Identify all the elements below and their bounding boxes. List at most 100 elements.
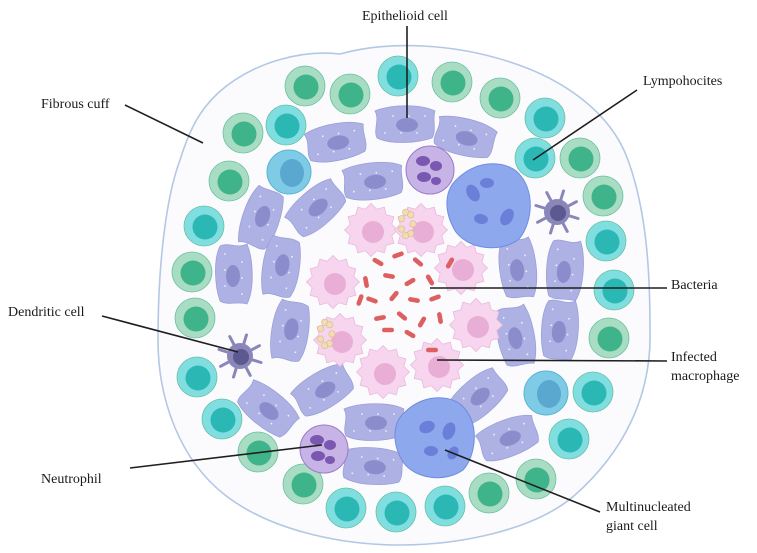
lymphocyte-cell [585, 220, 627, 262]
epithelioid-cell [302, 118, 370, 166]
macrophage-cell [305, 254, 361, 310]
lymphocyte-cell [524, 97, 566, 139]
lymphocyte-cell [284, 65, 326, 107]
fibrous-cuff-leader-line [124, 104, 204, 144]
neutrophil-leader-line [129, 444, 323, 469]
fibrous-cuff-label: Fibrous cuff [41, 97, 110, 112]
inclusion-dot [409, 220, 417, 228]
macrophage-cell [448, 297, 504, 353]
lymphocyte-cell [171, 251, 213, 293]
macrophage-cell [433, 240, 489, 296]
bacterium [429, 294, 441, 302]
bacterium [372, 257, 384, 267]
epithelioid-cell [543, 237, 587, 302]
lymphocyte-cell [329, 73, 371, 115]
epithelioid-cell [214, 243, 253, 305]
multinucleated-giant-cell [446, 163, 531, 249]
lymphocyte-cell [515, 458, 557, 500]
bacterium [363, 276, 369, 288]
bacterium [366, 296, 378, 304]
epithelioid-cell [496, 236, 540, 301]
lymphocyte-cell [468, 472, 510, 514]
inclusion-dot [398, 215, 406, 223]
bacterium [437, 312, 443, 324]
macrophage-cell [343, 202, 399, 258]
epithelioid-cell [340, 444, 405, 488]
lymphocyte-cell [222, 112, 264, 154]
lymphocytes-label: Lympohocites [643, 74, 723, 89]
macrophage-cell [355, 344, 411, 400]
multinucleated-giant-cell [394, 397, 475, 479]
lymphocyte-cell [572, 371, 614, 413]
epithelioid-cell [343, 403, 405, 442]
inclusion-dot [407, 211, 415, 219]
infected-macrophage-label-line1: Infected [671, 350, 717, 365]
giant-cell-leader-line [444, 449, 601, 513]
neutrophil-cell [299, 424, 349, 474]
large-lymphocyte-cell [523, 370, 569, 416]
epithelioid-cell [492, 302, 540, 370]
neutrophil-label: Neutrophil [41, 472, 102, 487]
macrophage-cell [312, 312, 368, 368]
lymphocyte-cell [431, 61, 473, 103]
lymphocyte-cell [208, 160, 250, 202]
lymphocyte-cell [588, 317, 630, 359]
dendritic-cell [534, 189, 580, 235]
dendritic-cell-label: Dendritic cell [8, 305, 85, 320]
lymphocyte-cell [174, 297, 216, 339]
bacteria-label: Bacteria [671, 278, 718, 293]
large-lymphocyte-cell [266, 149, 312, 195]
lymphocytes-leader-line [532, 89, 638, 161]
bacterium [445, 257, 455, 269]
cells-layer [171, 55, 635, 533]
epithelioid-cell [266, 297, 314, 365]
bacterium [389, 290, 399, 302]
giant-cell-label-line1: Multinucleated [606, 500, 691, 515]
bacterium [392, 251, 404, 259]
lymphocyte-cell [265, 104, 307, 146]
epithelioid-cell [287, 358, 359, 422]
epithelioid-cell-label: Epithelioid cell [362, 9, 448, 24]
epithelioid-cell [374, 105, 436, 144]
inclusion-dot [317, 325, 325, 333]
epithelioid-cell [257, 233, 305, 301]
lymphocyte-cell [559, 137, 601, 179]
bacterium [374, 315, 386, 321]
bacterium [383, 273, 395, 279]
epithelioid-cell [232, 375, 304, 443]
epithelioid-cell [442, 363, 514, 431]
lymphocyte-cell [282, 463, 324, 505]
bacterium [408, 297, 420, 303]
epithelioid-cell [538, 297, 582, 362]
bacterium [426, 347, 438, 353]
epithelioid-cell [341, 159, 406, 203]
dendritic-cell [217, 333, 263, 379]
bacterium [382, 327, 394, 333]
infected-macrophage-label-line2: macrophage [671, 369, 740, 384]
inclusion-dot [402, 232, 410, 240]
lymphocyte-cell [593, 269, 635, 311]
lymphocyte-cell [424, 485, 466, 527]
lymphocyte-cell [377, 55, 419, 97]
inclusion-dot [398, 225, 406, 233]
epithelioid-cell [430, 111, 500, 164]
epithelioid-cell [280, 174, 352, 242]
bacterium [404, 329, 416, 339]
bacterium [356, 294, 364, 306]
inclusion-dot [328, 330, 336, 338]
lymphocyte-cell [325, 487, 367, 529]
inclusion-dot [317, 335, 325, 343]
bacterium [417, 316, 427, 328]
lymphocyte-cell [479, 77, 521, 119]
inclusion-dot [321, 342, 329, 350]
bacterium [425, 274, 435, 286]
lymphocyte-cell [176, 356, 218, 398]
macrophage-cell [409, 337, 465, 393]
bacterium [404, 277, 416, 287]
neutrophil-cell [405, 145, 455, 195]
dendritic-leader-line [101, 315, 239, 353]
inclusion-dot [326, 321, 334, 329]
lymphocyte-cell [183, 205, 225, 247]
infected-macrophage-leader-line [436, 359, 668, 362]
